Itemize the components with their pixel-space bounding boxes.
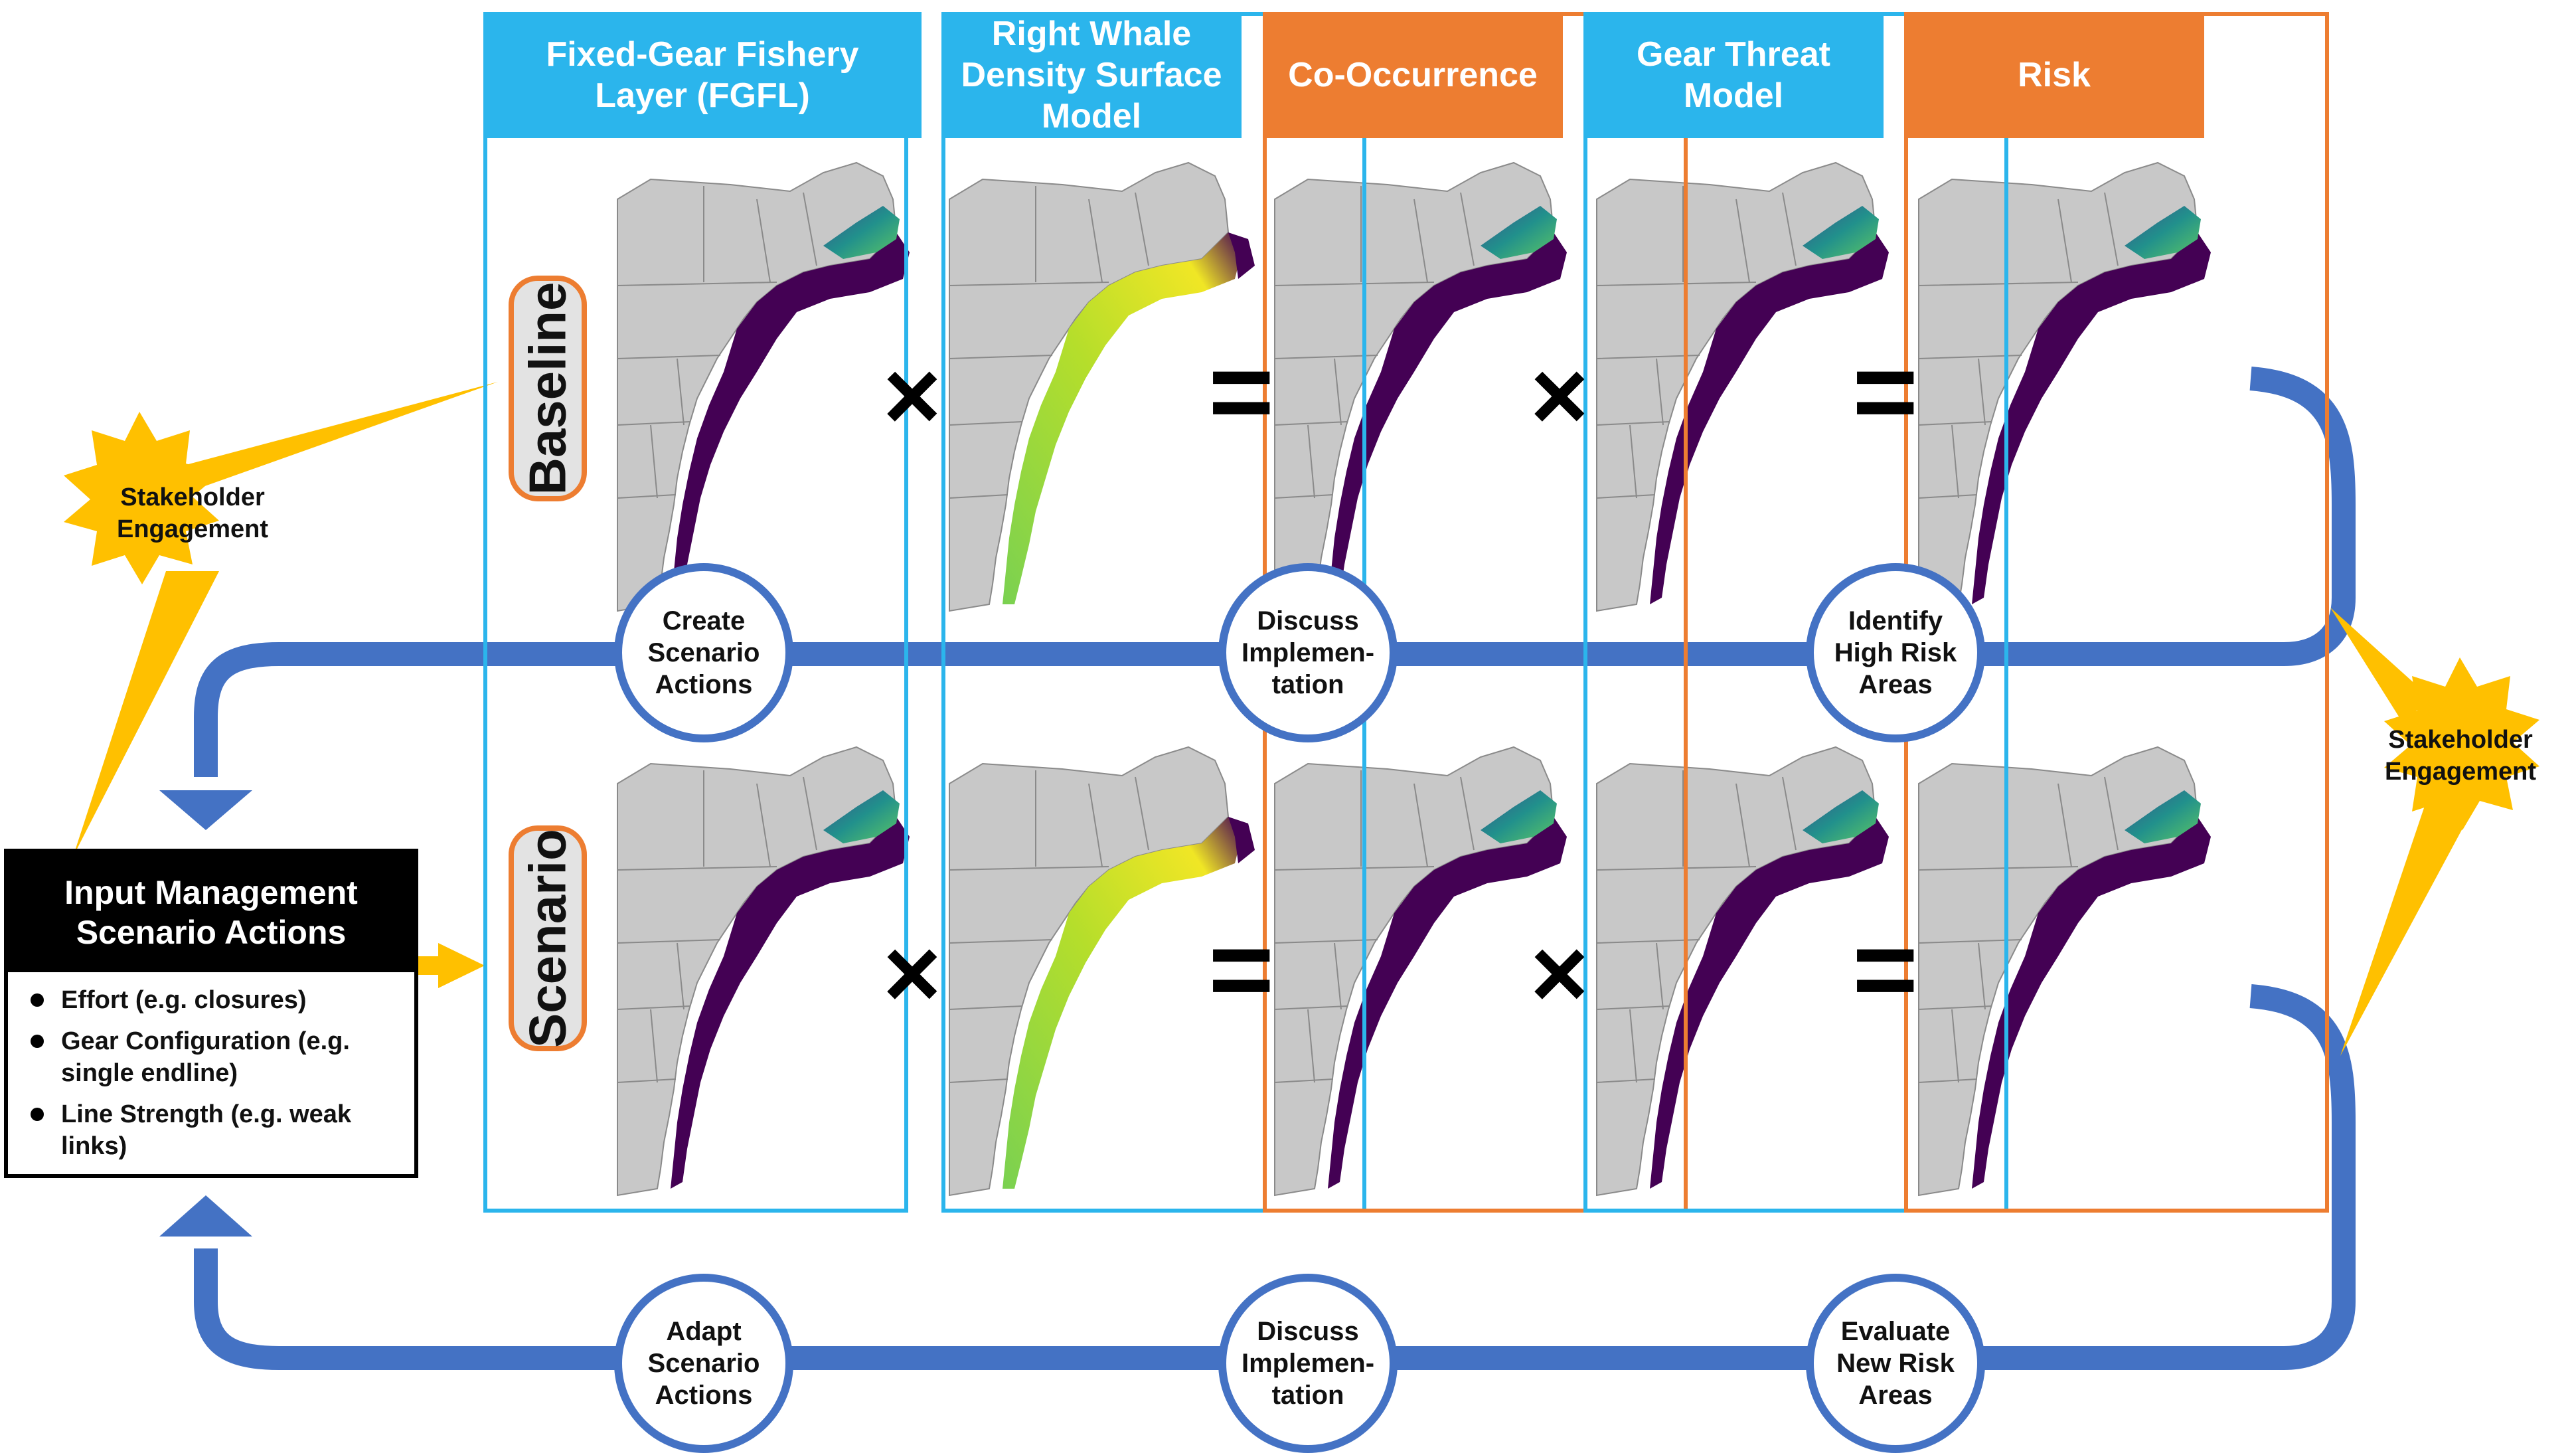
input-management-box: Input Management Scenario Actions Effort… (4, 849, 418, 1178)
stakeholder-engagement-right: Stakeholder Engagement (2384, 726, 2537, 786)
equals-operator: = (1852, 329, 1919, 455)
column-header-fgfl: Fixed-Gear Fishery Layer (FGFL) (483, 12, 922, 138)
column-header-whale: Right Whale Density Surface Model (941, 12, 1242, 138)
multiply-operator: × (883, 339, 941, 451)
equals-operator: = (1208, 329, 1275, 455)
input-management-list: Effort (e.g. closures) Gear Configuratio… (8, 972, 414, 1162)
row-label-scenario-text: Scenario (518, 829, 577, 1048)
multiply-operator: × (883, 917, 941, 1029)
node-evaluate-new-risk-areas: Evaluate New Risk Areas (1806, 1274, 1985, 1453)
row-label-baseline: Baseline (509, 276, 587, 501)
list-item: Gear Configuration (e.g. single endline) (31, 1025, 401, 1089)
node-create-scenario-actions: Create Scenario Actions (614, 563, 793, 742)
multiply-operator: × (1530, 917, 1589, 1029)
equals-operator: = (1208, 906, 1275, 1033)
stakeholder-burst-left (64, 382, 498, 857)
node-identify-high-risk-areas: Identify High Risk Areas (1806, 563, 1985, 742)
top-loop-arrow (194, 367, 2356, 777)
row-label-scenario: Scenario (509, 825, 587, 1051)
bottom-loop-arrow (194, 984, 2356, 1370)
node-discuss-implementation-top: Discuss Implemen-tation (1218, 563, 1398, 742)
node-discuss-implementation-bottom: Discuss Implemen-tation (1218, 1274, 1398, 1453)
column-header-gear-threat: Gear Threat Model (1583, 12, 1884, 138)
input-management-title: Input Management Scenario Actions (8, 853, 414, 972)
column-header-cooccurrence: Co-Occurrence (1263, 12, 1563, 138)
multiply-operator: × (1530, 339, 1589, 451)
list-item: Effort (e.g. closures) (31, 984, 401, 1016)
column-header-risk: Risk (1904, 12, 2204, 138)
stakeholder-burst-right (2330, 608, 2539, 1056)
bottom-loop-arrowhead (159, 1195, 252, 1237)
list-item: Line Strength (e.g. weak links) (31, 1098, 401, 1162)
stakeholder-engagement-left: Stakeholder Engagement (116, 483, 269, 543)
row-label-baseline-text: Baseline (518, 282, 577, 495)
top-loop-arrowhead (159, 790, 252, 830)
equals-operator: = (1852, 906, 1919, 1033)
node-adapt-scenario-actions: Adapt Scenario Actions (614, 1274, 793, 1453)
